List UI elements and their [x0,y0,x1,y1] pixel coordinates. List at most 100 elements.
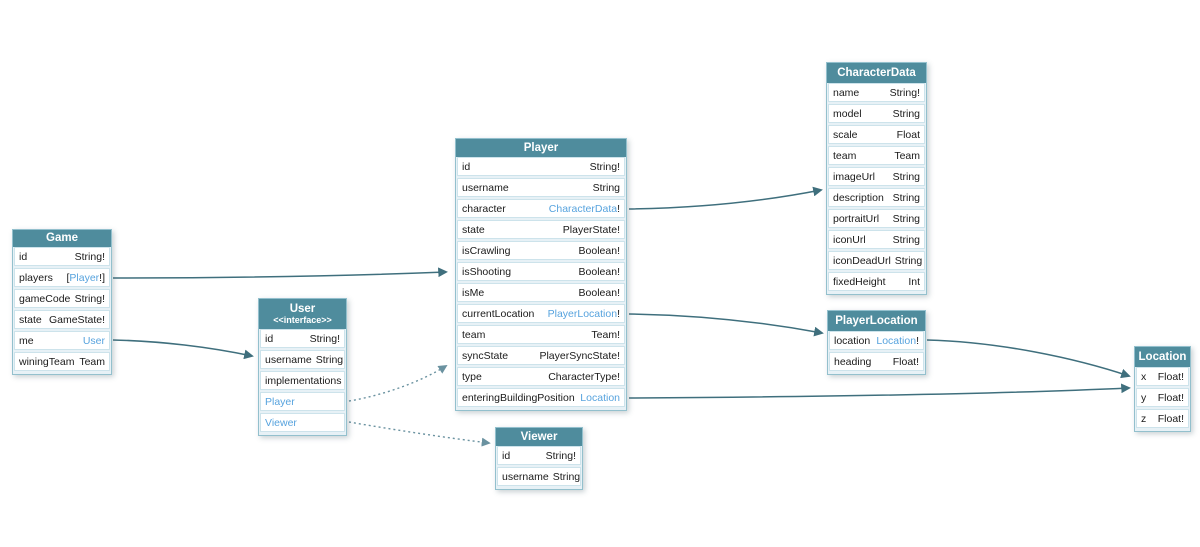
implementation-row-player[interactable]: Player [260,392,345,411]
type-link-player[interactable]: Player [265,395,295,408]
field-name: me [19,334,34,347]
type-link-player[interactable]: Player [69,271,100,284]
type-text: String [592,181,620,194]
field-type: Boolean! [579,245,620,257]
type-text: Float [896,128,920,141]
field-type: PlayerState! [563,224,620,236]
type-text: [ [66,271,70,284]
type-text: Float! [1157,370,1184,383]
type-link-characterdata[interactable]: CharacterData [548,202,618,215]
field-type: String [316,354,343,366]
field-row-game-winingTeam[interactable]: winingTeam Team [14,352,110,371]
type-link-viewer[interactable]: Viewer [265,416,297,429]
field-type: String! [546,450,576,462]
type-text: Team [79,355,105,368]
field-name: players [19,271,53,284]
type-table-user[interactable]: User<<interface>> id String! username String… [258,298,347,436]
table-title: Location [1138,350,1187,363]
field-row-game-players[interactable]: players [Player!] [14,268,110,287]
field-name: currentLocation [462,307,535,320]
field-name: id [265,332,274,345]
type-text: Float! [1157,391,1184,404]
table-header-player[interactable]: Player [456,139,626,157]
implementation-row-viewer[interactable]: Viewer [260,413,345,432]
type-link-user[interactable]: User [82,334,105,347]
type-link-location[interactable]: Location [876,334,917,347]
field-type: Float! [1158,371,1184,383]
table-header-characterdata[interactable]: CharacterData [827,63,926,83]
field-name: enteringBuildingPosition [462,391,575,404]
type-text: Int [908,275,920,288]
section-row-implementations[interactable]: implementations [260,371,345,390]
field-type: String [893,234,920,246]
field-type: [Player!] [66,272,105,284]
type-text: String! [309,332,340,345]
field-name: username [265,353,312,366]
field-type: Float! [1158,413,1184,425]
field-type: PlayerSyncState! [539,350,620,362]
table-title: CharacterData [837,66,916,79]
table-header-game[interactable]: Game [13,230,111,247]
type-text: ! [617,202,620,215]
field-row-location-y[interactable]: y Float! [1136,388,1189,407]
table-header-viewer[interactable]: Viewer [496,428,582,446]
field-name: id [19,250,28,263]
field-name: y [1141,391,1147,404]
field-name: gameCode [19,292,71,305]
table-header-user[interactable]: User<<interface>> [259,299,346,329]
field-type: String [593,182,620,194]
field-name: winingTeam [19,355,75,368]
edge-game-me-to-user [112,339,254,360]
field-type: User [83,335,105,347]
field-name: isCrawling [462,244,511,257]
type-link-location[interactable]: Location [580,391,620,404]
field-row-player-isCrawling[interactable]: isCrawling Boolean! [457,241,625,260]
field-row-game-me[interactable]: me User [14,331,110,350]
table-header-location[interactable]: Location [1135,347,1190,367]
field-row-player-enteringBuildingPosition[interactable]: enteringBuildingPosition Location [457,388,625,407]
field-row-user-id[interactable]: id String! [260,329,345,348]
field-row-user-username[interactable]: username String [260,350,345,369]
field-name: username [502,470,549,483]
type-link-playerlocation[interactable]: PlayerLocation [547,307,618,320]
table-title: PlayerLocation [835,314,918,327]
table-header-playerlocation[interactable]: PlayerLocation [828,311,925,331]
type-text: Boolean! [578,265,620,278]
